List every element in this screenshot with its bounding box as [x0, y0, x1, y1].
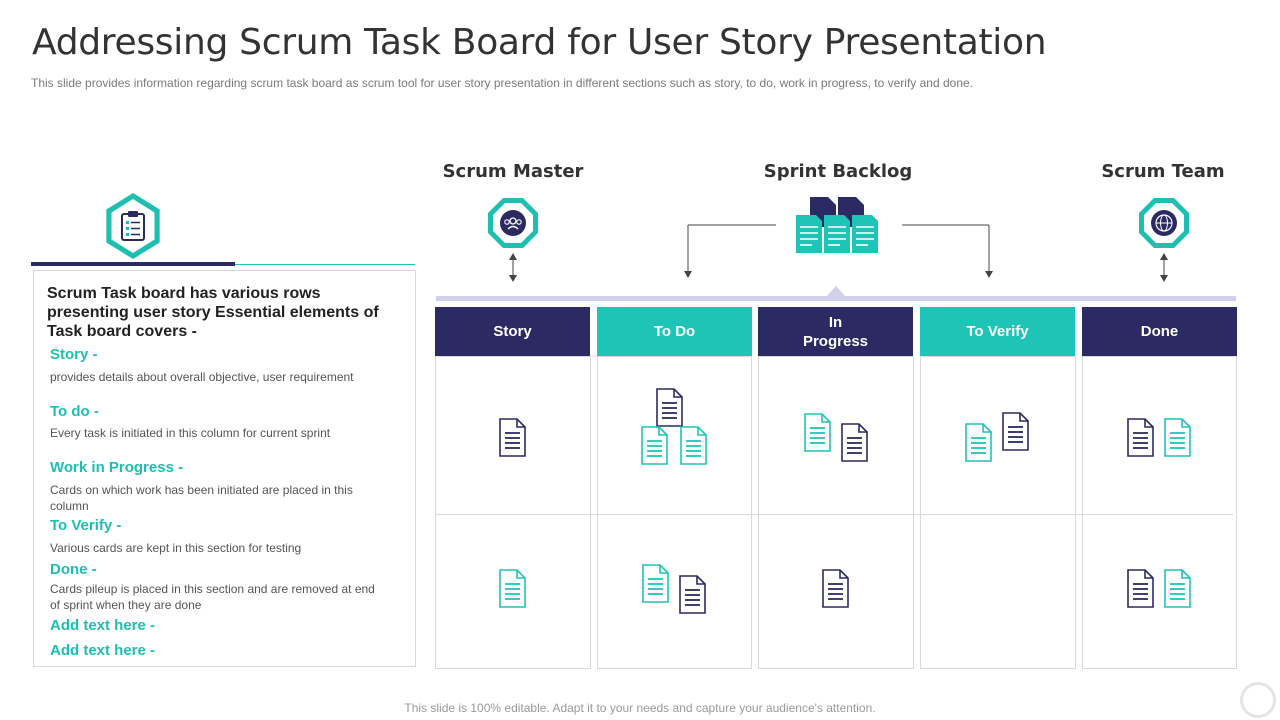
section-heading-wip: Work in Progress - — [50, 459, 184, 476]
column-header-to-verify: To Verify — [920, 307, 1075, 356]
scrum-team-label: Scrum Team — [1101, 161, 1225, 182]
section-desc-done: Cards pileup is placed in this section a… — [50, 582, 375, 612]
page-title: Addressing Scrum Task Board for User Sto… — [32, 22, 1047, 63]
section-heading-add-1: Add text here - — [50, 617, 156, 634]
column-header-todo: To Do — [597, 307, 752, 356]
section-desc-todo: Every task is initiated in this column f… — [50, 426, 331, 440]
column-header-done: Done — [1082, 307, 1237, 356]
section-desc-story: provides details about overall objective… — [50, 370, 354, 384]
document-icon — [499, 418, 526, 457]
scrum-master-badge — [488, 198, 538, 248]
row-divider — [435, 514, 1233, 515]
description-panel — [33, 270, 416, 667]
column-to-verify — [920, 356, 1076, 669]
panel-intro: Scrum Task board has various rows presen… — [47, 285, 379, 340]
column-in-progress — [758, 356, 914, 669]
section-heading-verify: To Verify - — [50, 517, 122, 534]
document-icon — [499, 569, 526, 608]
document-icon — [1164, 418, 1191, 457]
document-icon — [679, 575, 706, 614]
document-icon — [1002, 412, 1029, 451]
scrum-team-badge — [1139, 198, 1189, 248]
document-icon — [965, 423, 992, 462]
section-desc-verify: Various cards are kept in this section f… — [50, 541, 302, 555]
left-accent-line — [235, 264, 415, 265]
team-icon — [500, 210, 526, 236]
column-todo — [597, 356, 752, 669]
clipboard-icon — [121, 211, 145, 241]
document-stack-icon — [796, 197, 878, 253]
section-heading-done: Done - — [50, 561, 97, 578]
section-desc-wip: Cards on which work has been initiated a… — [50, 483, 353, 513]
sprint-backlog-label: Sprint Backlog — [763, 161, 913, 182]
column-done — [1082, 356, 1237, 669]
document-icon — [804, 413, 831, 452]
document-icon — [822, 569, 849, 608]
footer-note: This slide is 100% editable. Adapt it to… — [404, 701, 876, 715]
document-icon — [641, 426, 668, 465]
document-icon — [642, 564, 669, 603]
page-subtitle: This slide provides information regardin… — [31, 76, 973, 90]
clipboard-hex-badge — [106, 193, 160, 259]
globe-icon — [1151, 210, 1177, 236]
section-heading-story: Story - — [50, 346, 98, 363]
left-accent-bar — [31, 262, 235, 266]
corner-circle-decoration — [1240, 682, 1276, 718]
column-header-story: Story — [435, 307, 590, 356]
document-icon — [841, 423, 868, 462]
document-icon — [1164, 569, 1191, 608]
document-icon — [656, 388, 683, 427]
column-story — [435, 356, 591, 669]
column-header-in-progress: In Progress — [758, 307, 913, 356]
section-heading-add-2: Add text here - — [50, 642, 156, 659]
scrum-master-label: Scrum Master — [442, 161, 584, 182]
document-icon — [1127, 418, 1154, 457]
document-icon — [1127, 569, 1154, 608]
section-heading-todo: To do - — [50, 403, 99, 420]
document-icon — [680, 426, 707, 465]
